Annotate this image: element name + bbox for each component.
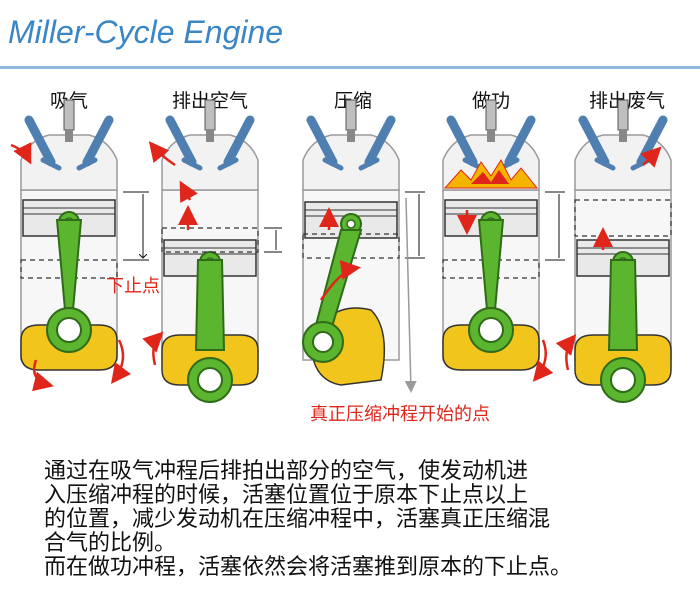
caption: 通过在吸气冲程后排拍出部分的空气，使发动机进 入压缩冲程的时候，活塞位置位于原本… xyxy=(44,460,694,580)
stage-compression xyxy=(302,99,425,393)
caption-line: 通过在吸气冲程后排拍出部分的空气，使发动机进 xyxy=(44,459,529,484)
caption-line: 而在做功冲程，活塞依然会将活塞推到原本的下止点。 xyxy=(44,555,573,580)
title-divider xyxy=(0,66,700,69)
caption-line: 合气的比例。 xyxy=(44,531,177,556)
true-compression-start-label: 真正压缩冲程开始的点 xyxy=(310,404,490,425)
caption-line: 的位置，减少发动机在压缩冲程中，活塞真正压缩混 xyxy=(44,507,551,532)
bottom-dead-center-label: 下止点 xyxy=(106,276,160,297)
stage-intake xyxy=(10,99,149,392)
stage-expel-air xyxy=(142,99,282,403)
page-title: Miller-Cycle Engine xyxy=(8,14,284,50)
stage-exhaust xyxy=(555,99,672,403)
stage-power xyxy=(442,99,565,382)
caption-line: 入压缩冲程的时候，活塞位置位于原本下止点以上 xyxy=(44,483,529,508)
